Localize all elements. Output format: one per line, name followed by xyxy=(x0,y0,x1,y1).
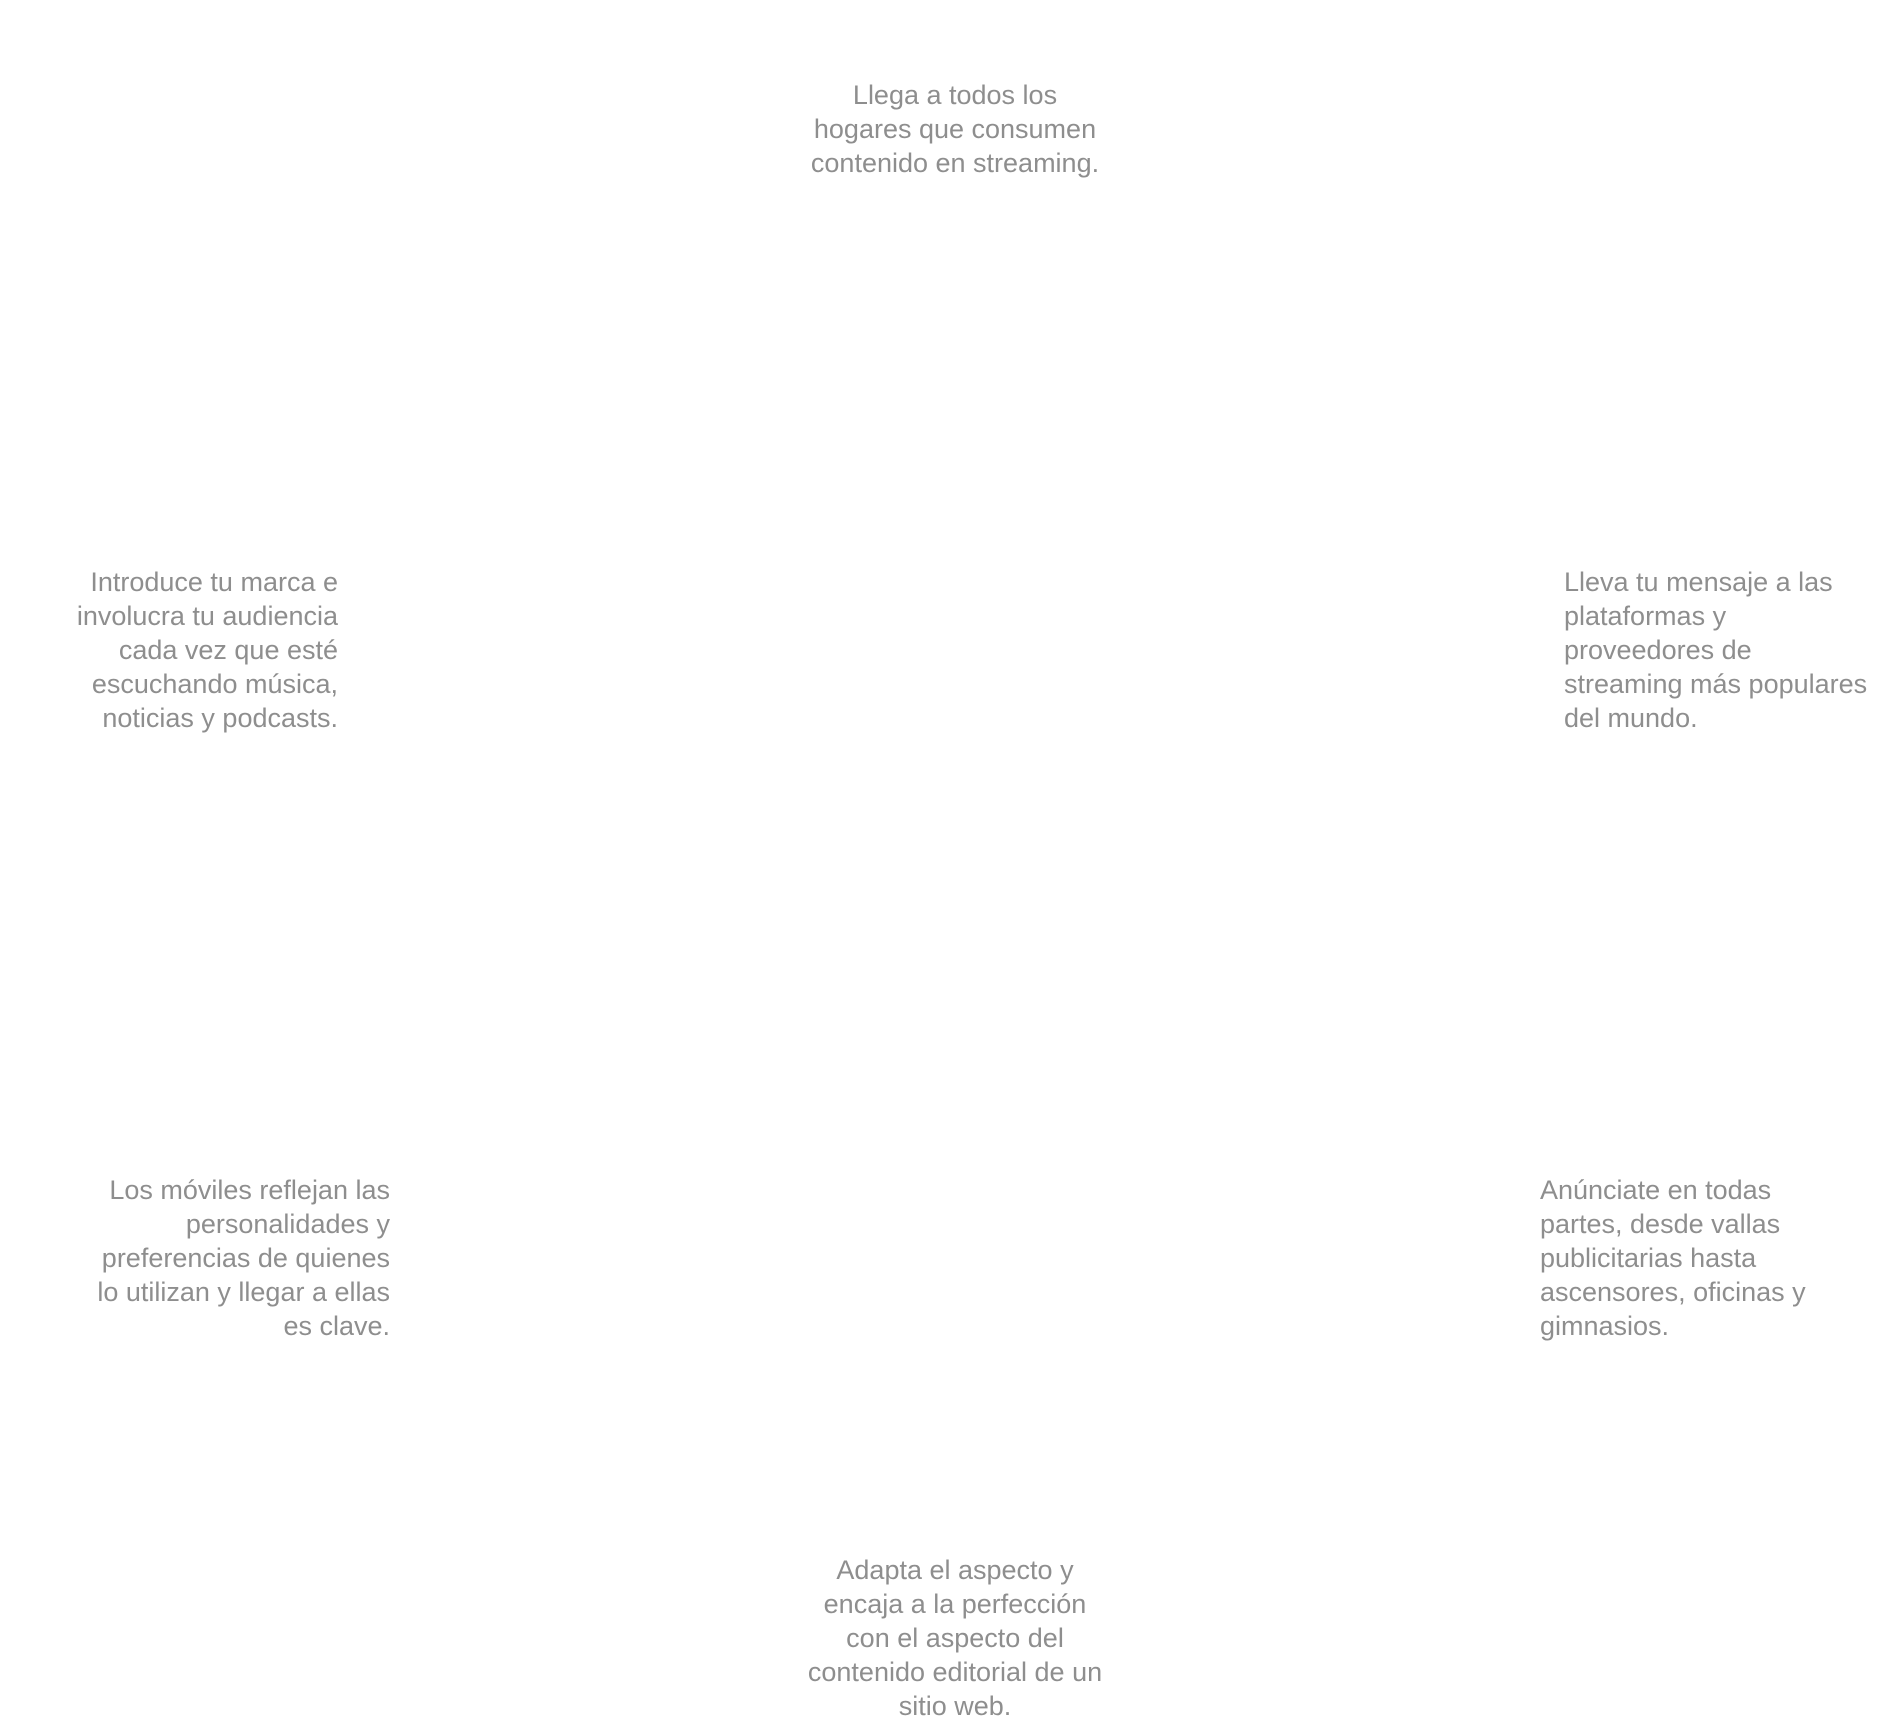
mobile-description: Los móviles reflejan las personalidades … xyxy=(97,1175,390,1341)
out-of-home-description: Anúnciate en todas partes, desde vallas … xyxy=(1540,1175,1806,1341)
streaming-tv-description: Llega a todos los hogares que consumen c… xyxy=(810,80,1100,178)
audio-description: Introduce tu marca e involucra tu audien… xyxy=(76,567,338,733)
streaming-platforms-description: Lleva tu mensaje a las plataformas y pro… xyxy=(1564,567,1868,733)
native-web-description: Adapta el aspecto y encaja a la perfecci… xyxy=(807,1555,1103,1721)
